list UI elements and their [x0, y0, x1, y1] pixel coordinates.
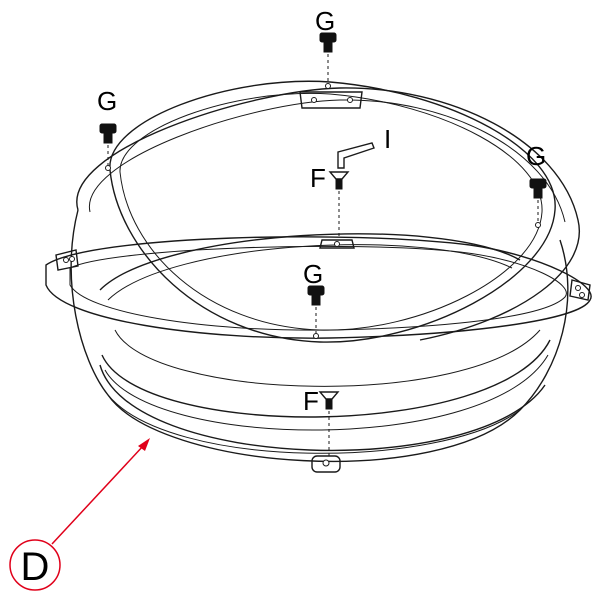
label-d: D	[21, 545, 50, 589]
knob-bolt-icon	[307, 285, 325, 306]
label-f-upper: F	[310, 163, 326, 193]
label-g-right: G	[526, 141, 546, 171]
knob-bolt-icon	[319, 32, 337, 53]
horizontal-ring	[45, 236, 592, 339]
f-screw-upper: F	[310, 163, 350, 236]
knob-bolt-icon	[529, 178, 547, 199]
callout-d: D	[9, 438, 150, 591]
f-screw-lower: F	[303, 386, 340, 458]
label-f-lower: F	[303, 386, 319, 416]
label-g-center: G	[303, 259, 323, 289]
label-i: I	[384, 124, 391, 154]
g-bolt-left: G	[97, 86, 117, 171]
g-bolt-top: G	[315, 6, 337, 89]
g-bolt-right: G	[526, 141, 547, 228]
knob-bolt-icon	[99, 123, 117, 144]
g-bolt-center: G	[303, 259, 325, 339]
callout-d-circle	[9, 539, 61, 591]
label-g-left: G	[97, 86, 117, 116]
vertical-ring-back	[76, 87, 581, 341]
allen-key-icon	[337, 142, 375, 169]
countersunk-screw-icon	[318, 391, 340, 410]
i-allen-key: I	[337, 124, 391, 169]
label-g-top: G	[315, 6, 335, 36]
vertical-ring-front	[109, 80, 556, 343]
countersunk-screw-icon	[328, 171, 350, 190]
